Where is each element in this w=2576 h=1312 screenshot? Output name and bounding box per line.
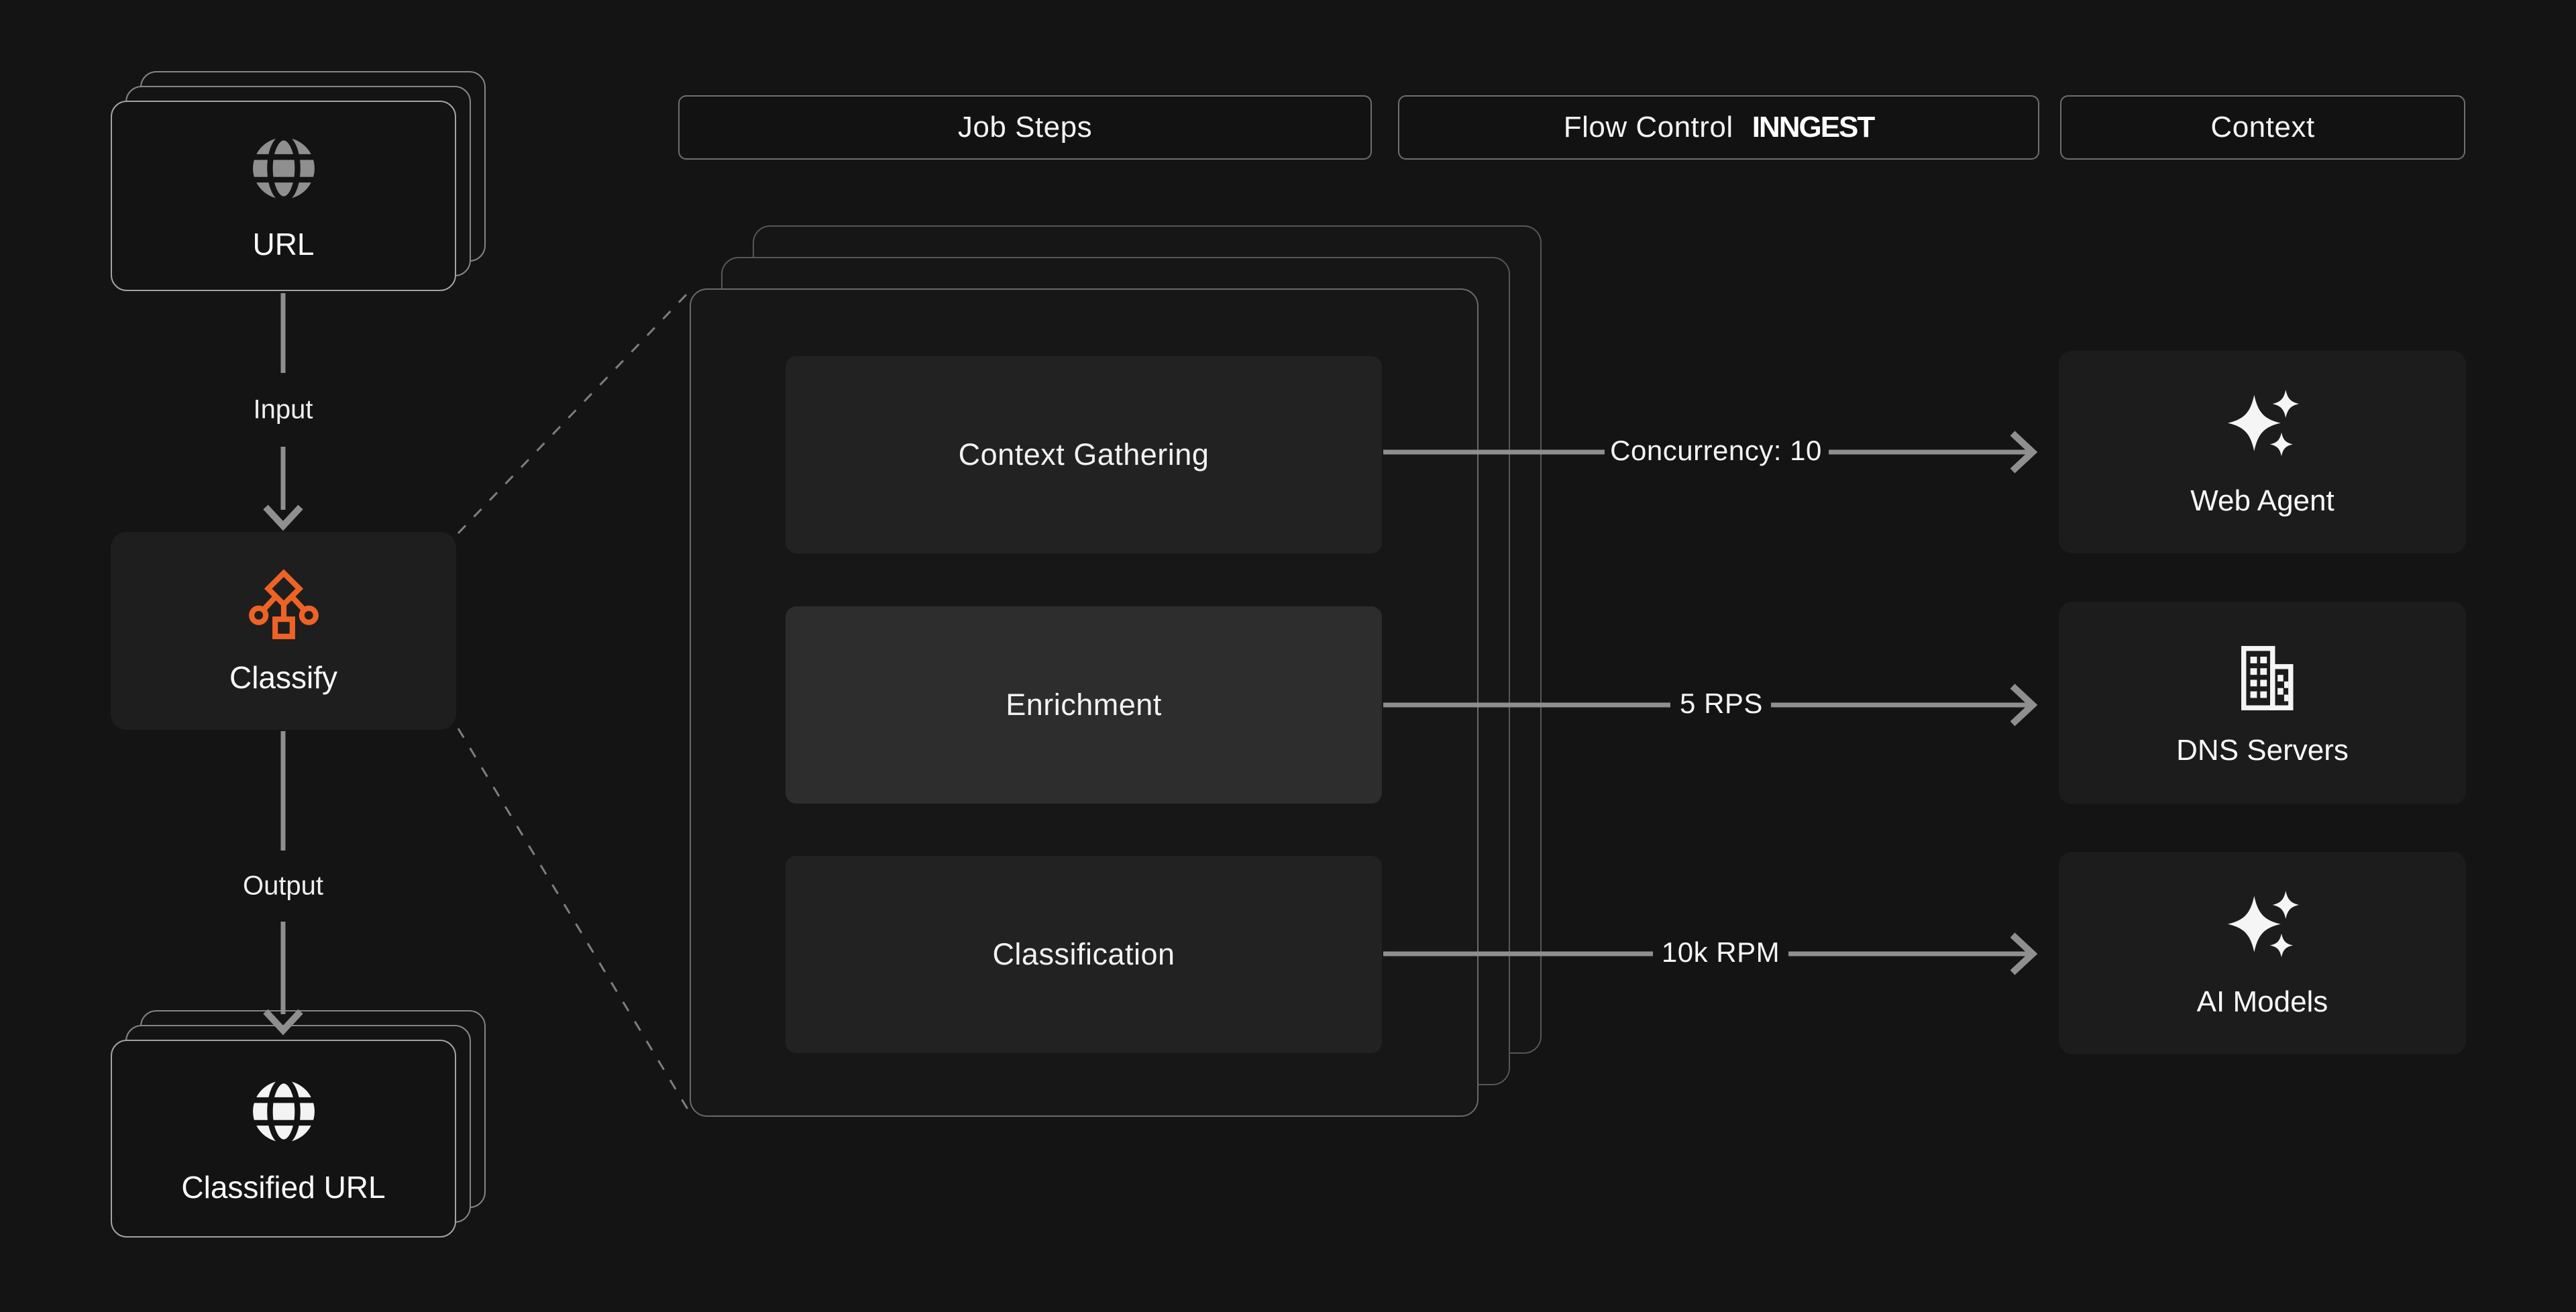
step-enrichment: Enrichment xyxy=(786,606,1382,804)
rpm-label: 10k RPM xyxy=(1661,936,1780,968)
ai-models-label: AI Models xyxy=(2196,985,2328,1018)
classify-card: Classify xyxy=(111,532,456,730)
rps-label: 5 RPS xyxy=(1680,688,1763,719)
header-context: Context xyxy=(2060,95,2465,160)
rpm-arrow-head xyxy=(2010,932,2038,975)
building-icon xyxy=(2241,646,2293,710)
step-label: Enrichment xyxy=(1006,688,1162,722)
globe-icon xyxy=(252,134,315,203)
step-label: Classification xyxy=(992,937,1175,971)
input-arrow-head xyxy=(263,504,303,531)
globe-icon xyxy=(252,1077,315,1145)
input-arrow-label: Input xyxy=(253,394,313,425)
inngest-logo: INNGEST xyxy=(1752,111,1876,144)
sparkles-icon xyxy=(2227,390,2299,457)
header-flow-control: Flow Control INNGEST xyxy=(1398,95,2039,160)
output-arrow-label: Output xyxy=(242,871,324,901)
header-job-steps: Job Steps xyxy=(678,95,1372,160)
sparkles-icon xyxy=(2227,891,2299,958)
header-context-label: Context xyxy=(2210,111,2315,144)
classified-url-card: Classified URL xyxy=(111,1040,456,1238)
step-classification: Classification xyxy=(786,856,1382,1053)
classify-workflow-icon xyxy=(248,569,319,639)
rps-arrow-head xyxy=(2010,684,2038,726)
url-card: URL xyxy=(111,101,456,291)
header-job-steps-label: Job Steps xyxy=(957,111,1093,144)
web-agent-label: Web Agent xyxy=(2190,484,2334,517)
dns-servers-label: DNS Servers xyxy=(2176,734,2349,767)
url-card-label: URL xyxy=(252,227,315,262)
zoom-guide-line-top xyxy=(457,289,692,535)
concurrency-arrow-head xyxy=(2010,431,2038,474)
dns-servers-card: DNS Servers xyxy=(2059,602,2466,804)
header-flow-control-label: Flow Control xyxy=(1563,111,1733,144)
ai-models-card: AI Models xyxy=(2059,852,2466,1054)
classify-card-label: Classify xyxy=(229,659,338,695)
zoom-guide-line-bottom xyxy=(457,728,692,1114)
step-context-gathering: Context Gathering xyxy=(786,356,1382,553)
concurrency-label: Concurrency: 10 xyxy=(1610,435,1822,466)
web-agent-card: Web Agent xyxy=(2059,351,2466,553)
classified-url-card-label: Classified URL xyxy=(181,1169,386,1205)
step-label: Context Gathering xyxy=(958,437,1210,472)
